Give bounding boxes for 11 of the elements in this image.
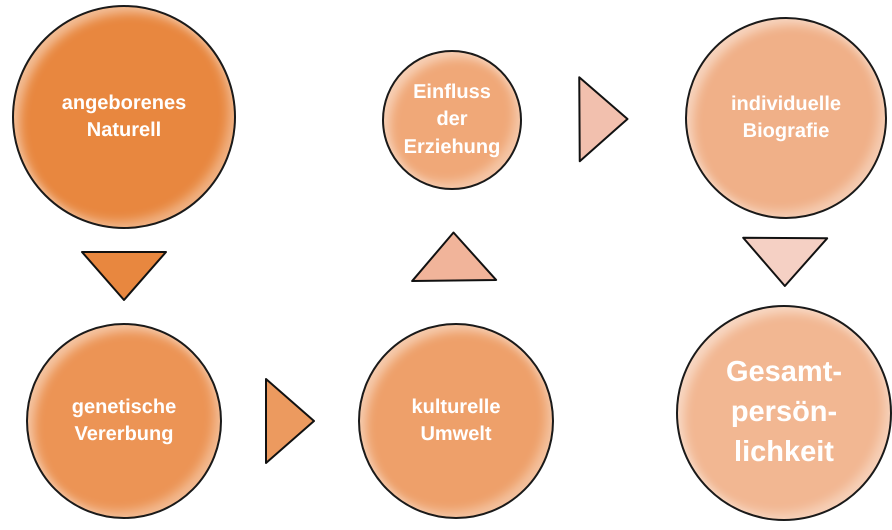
node-label: genetische Vererbung: [70, 394, 178, 447]
chevron-arrow: [81, 251, 167, 301]
chevron-arrow: [411, 232, 498, 282]
node-label: Gesamt- persön- lichkeit: [724, 355, 844, 470]
node-label: angeborenes Naturell: [60, 90, 188, 143]
node-label: kulturelle Umwelt: [410, 394, 502, 447]
chevron-arrow: [265, 378, 315, 464]
chevron-arrow: [742, 236, 828, 287]
chevron-arrow: [578, 76, 628, 162]
node-label: individuelle Biografie: [730, 92, 842, 144]
node-label: Einfluss der Erziehung: [402, 80, 502, 160]
